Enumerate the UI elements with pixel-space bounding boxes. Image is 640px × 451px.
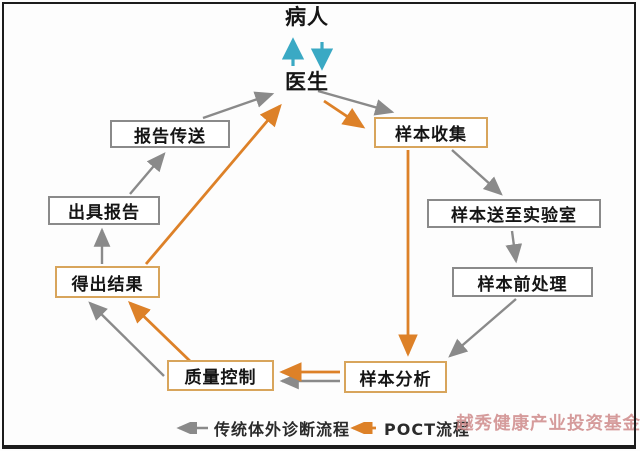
arrow-doctor-to-sample-collection-orange (323, 99, 366, 129)
arrow-lab-to-pretreatment-gray (505, 230, 523, 264)
arrow-qc-to-result-orange (127, 301, 192, 364)
legend-traditional-arrow-icon (176, 422, 208, 434)
arrow-sample-collection-to-lab-gray (451, 149, 503, 196)
node-doctor: 医生 (285, 70, 329, 94)
node-sample-analysis: 样本分析 (344, 361, 447, 393)
node-sample-to-lab: 样本送至实验室 (427, 199, 601, 228)
node-report-delivery: 报告传送 (110, 120, 230, 148)
node-issue-report: 出具报告 (48, 196, 160, 225)
node-sample-pretreatment: 样本前处理 (452, 267, 593, 297)
arrow-result-to-doctor-orange (144, 103, 282, 265)
node-patient: 病人 (285, 5, 329, 29)
arrow-qc-to-result-gray (88, 301, 165, 377)
watermark-text: 越秀健康产业投资基金 (456, 414, 640, 434)
arrow-doctor-to-sample-collection-gray (317, 89, 395, 116)
legend-poct-arrow-icon (350, 422, 376, 434)
node-sample-collection: 样本收集 (374, 117, 488, 148)
node-quality-control: 质量控制 (167, 360, 274, 391)
legend-traditional-label: 传统体外诊断流程 (214, 420, 351, 439)
node-get-result: 得出结果 (55, 266, 160, 298)
arrow-pretreatment-to-analysis-gray (448, 298, 517, 358)
arrow-issue-report-to-delivery-gray (129, 152, 166, 195)
legend-poct-label: POCT流程 (384, 420, 470, 439)
arrow-delivery-to-doctor-gray (202, 91, 275, 120)
